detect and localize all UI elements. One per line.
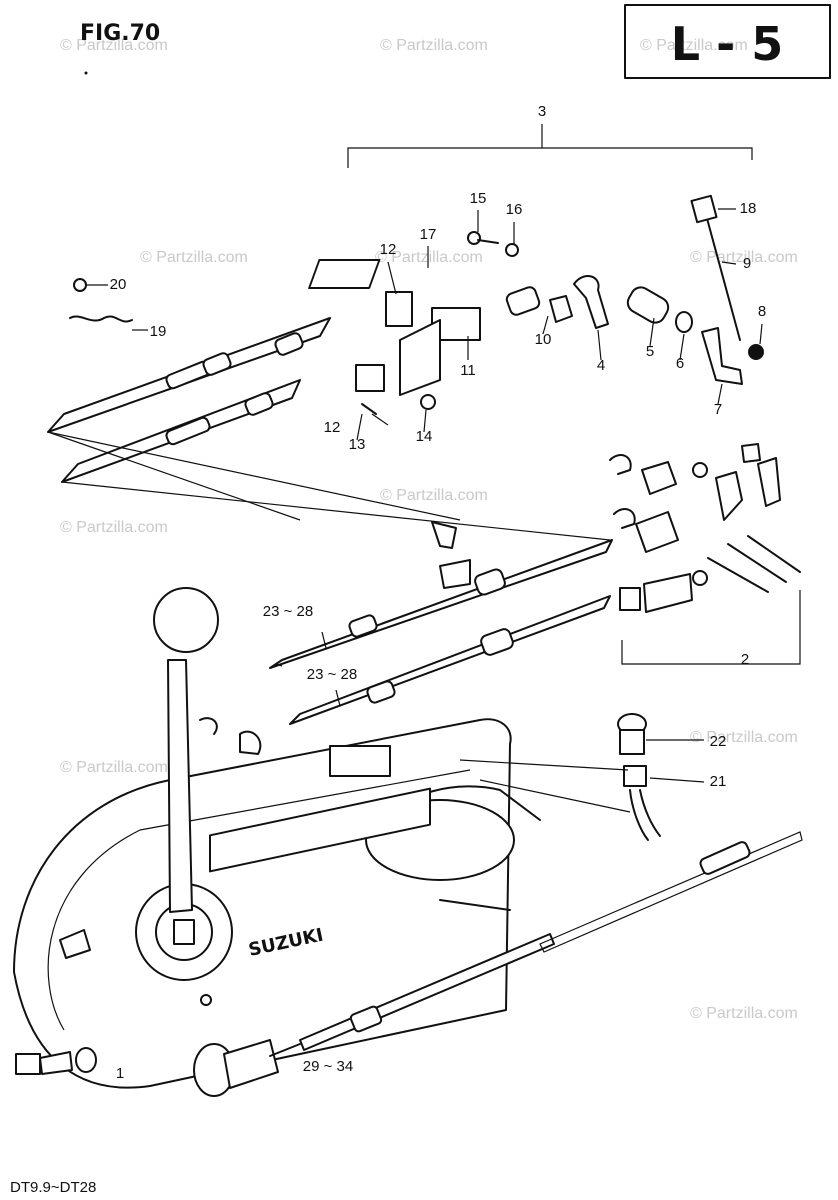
callout-3: 3 bbox=[538, 103, 546, 120]
linkage-parts bbox=[505, 194, 764, 405]
callout-19: 19 bbox=[150, 323, 167, 340]
callout-23a: 23 ~ 28 bbox=[263, 603, 313, 620]
callout-12b: 12 bbox=[324, 419, 341, 436]
callout-20: 20 bbox=[110, 276, 127, 293]
section-code-box bbox=[624, 4, 831, 79]
callout-2: 2 bbox=[741, 651, 749, 668]
callout-11: 11 bbox=[460, 362, 476, 379]
callout-1: 1 bbox=[116, 1065, 124, 1082]
group-3-bracket bbox=[347, 147, 753, 168]
watermark: © Partzilla.com bbox=[380, 37, 488, 54]
callout-18: 18 bbox=[740, 200, 757, 217]
callout-8: 8 bbox=[758, 303, 766, 320]
bracket-cluster bbox=[308, 210, 519, 441]
watermark: © Partzilla.com bbox=[140, 249, 248, 266]
callout-7: 7 bbox=[714, 401, 722, 418]
cables-29-34 bbox=[193, 831, 803, 1097]
cables-23-28 bbox=[269, 539, 613, 725]
callout-16: 16 bbox=[506, 201, 523, 218]
callout-6: 6 bbox=[676, 355, 684, 372]
watermark: © Partzilla.com bbox=[380, 487, 488, 504]
callout-17: 17 bbox=[420, 226, 437, 243]
watermark: © Partzilla.com bbox=[690, 729, 798, 746]
callout-10: 10 bbox=[535, 331, 552, 348]
speck bbox=[84, 71, 88, 75]
callout-13: 13 bbox=[349, 436, 366, 453]
callout-12: 12 bbox=[380, 241, 397, 258]
shift-lever bbox=[153, 587, 219, 913]
callout-22: 22 bbox=[710, 733, 727, 750]
watermark: © Partzilla.com bbox=[690, 1005, 798, 1022]
callout-14: 14 bbox=[416, 428, 433, 445]
switch-21-22 bbox=[459, 713, 705, 841]
callout-21: 21 bbox=[710, 773, 727, 790]
callout-23b: 23 ~ 28 bbox=[307, 666, 357, 683]
mount-bolt bbox=[15, 1047, 97, 1075]
upper-cable-assembly bbox=[47, 317, 611, 541]
group-2-bracket bbox=[621, 590, 801, 665]
callout-4: 4 bbox=[597, 357, 605, 374]
callout-9: 9 bbox=[743, 255, 751, 272]
section-code: L - 5 bbox=[671, 17, 783, 71]
callout-15: 15 bbox=[470, 190, 487, 207]
watermark: © Partzilla.com bbox=[60, 519, 168, 536]
part-20-clip bbox=[73, 278, 108, 292]
part-19-spring bbox=[69, 315, 148, 331]
callout-29: 29 ~ 34 bbox=[303, 1058, 353, 1075]
model-range: DT9.9~DT28 bbox=[10, 1179, 96, 1196]
fig-label: FIG.70 bbox=[80, 21, 160, 46]
watermark: © Partzilla.com bbox=[60, 759, 168, 776]
callout-5: 5 bbox=[646, 343, 654, 360]
remote-control-box: SUZUKI bbox=[13, 717, 541, 1089]
watermark: © Partzilla.com bbox=[640, 37, 748, 54]
watermark: © Partzilla.com bbox=[60, 37, 168, 54]
group-2-parts bbox=[431, 443, 801, 613]
watermark: © Partzilla.com bbox=[375, 249, 483, 266]
